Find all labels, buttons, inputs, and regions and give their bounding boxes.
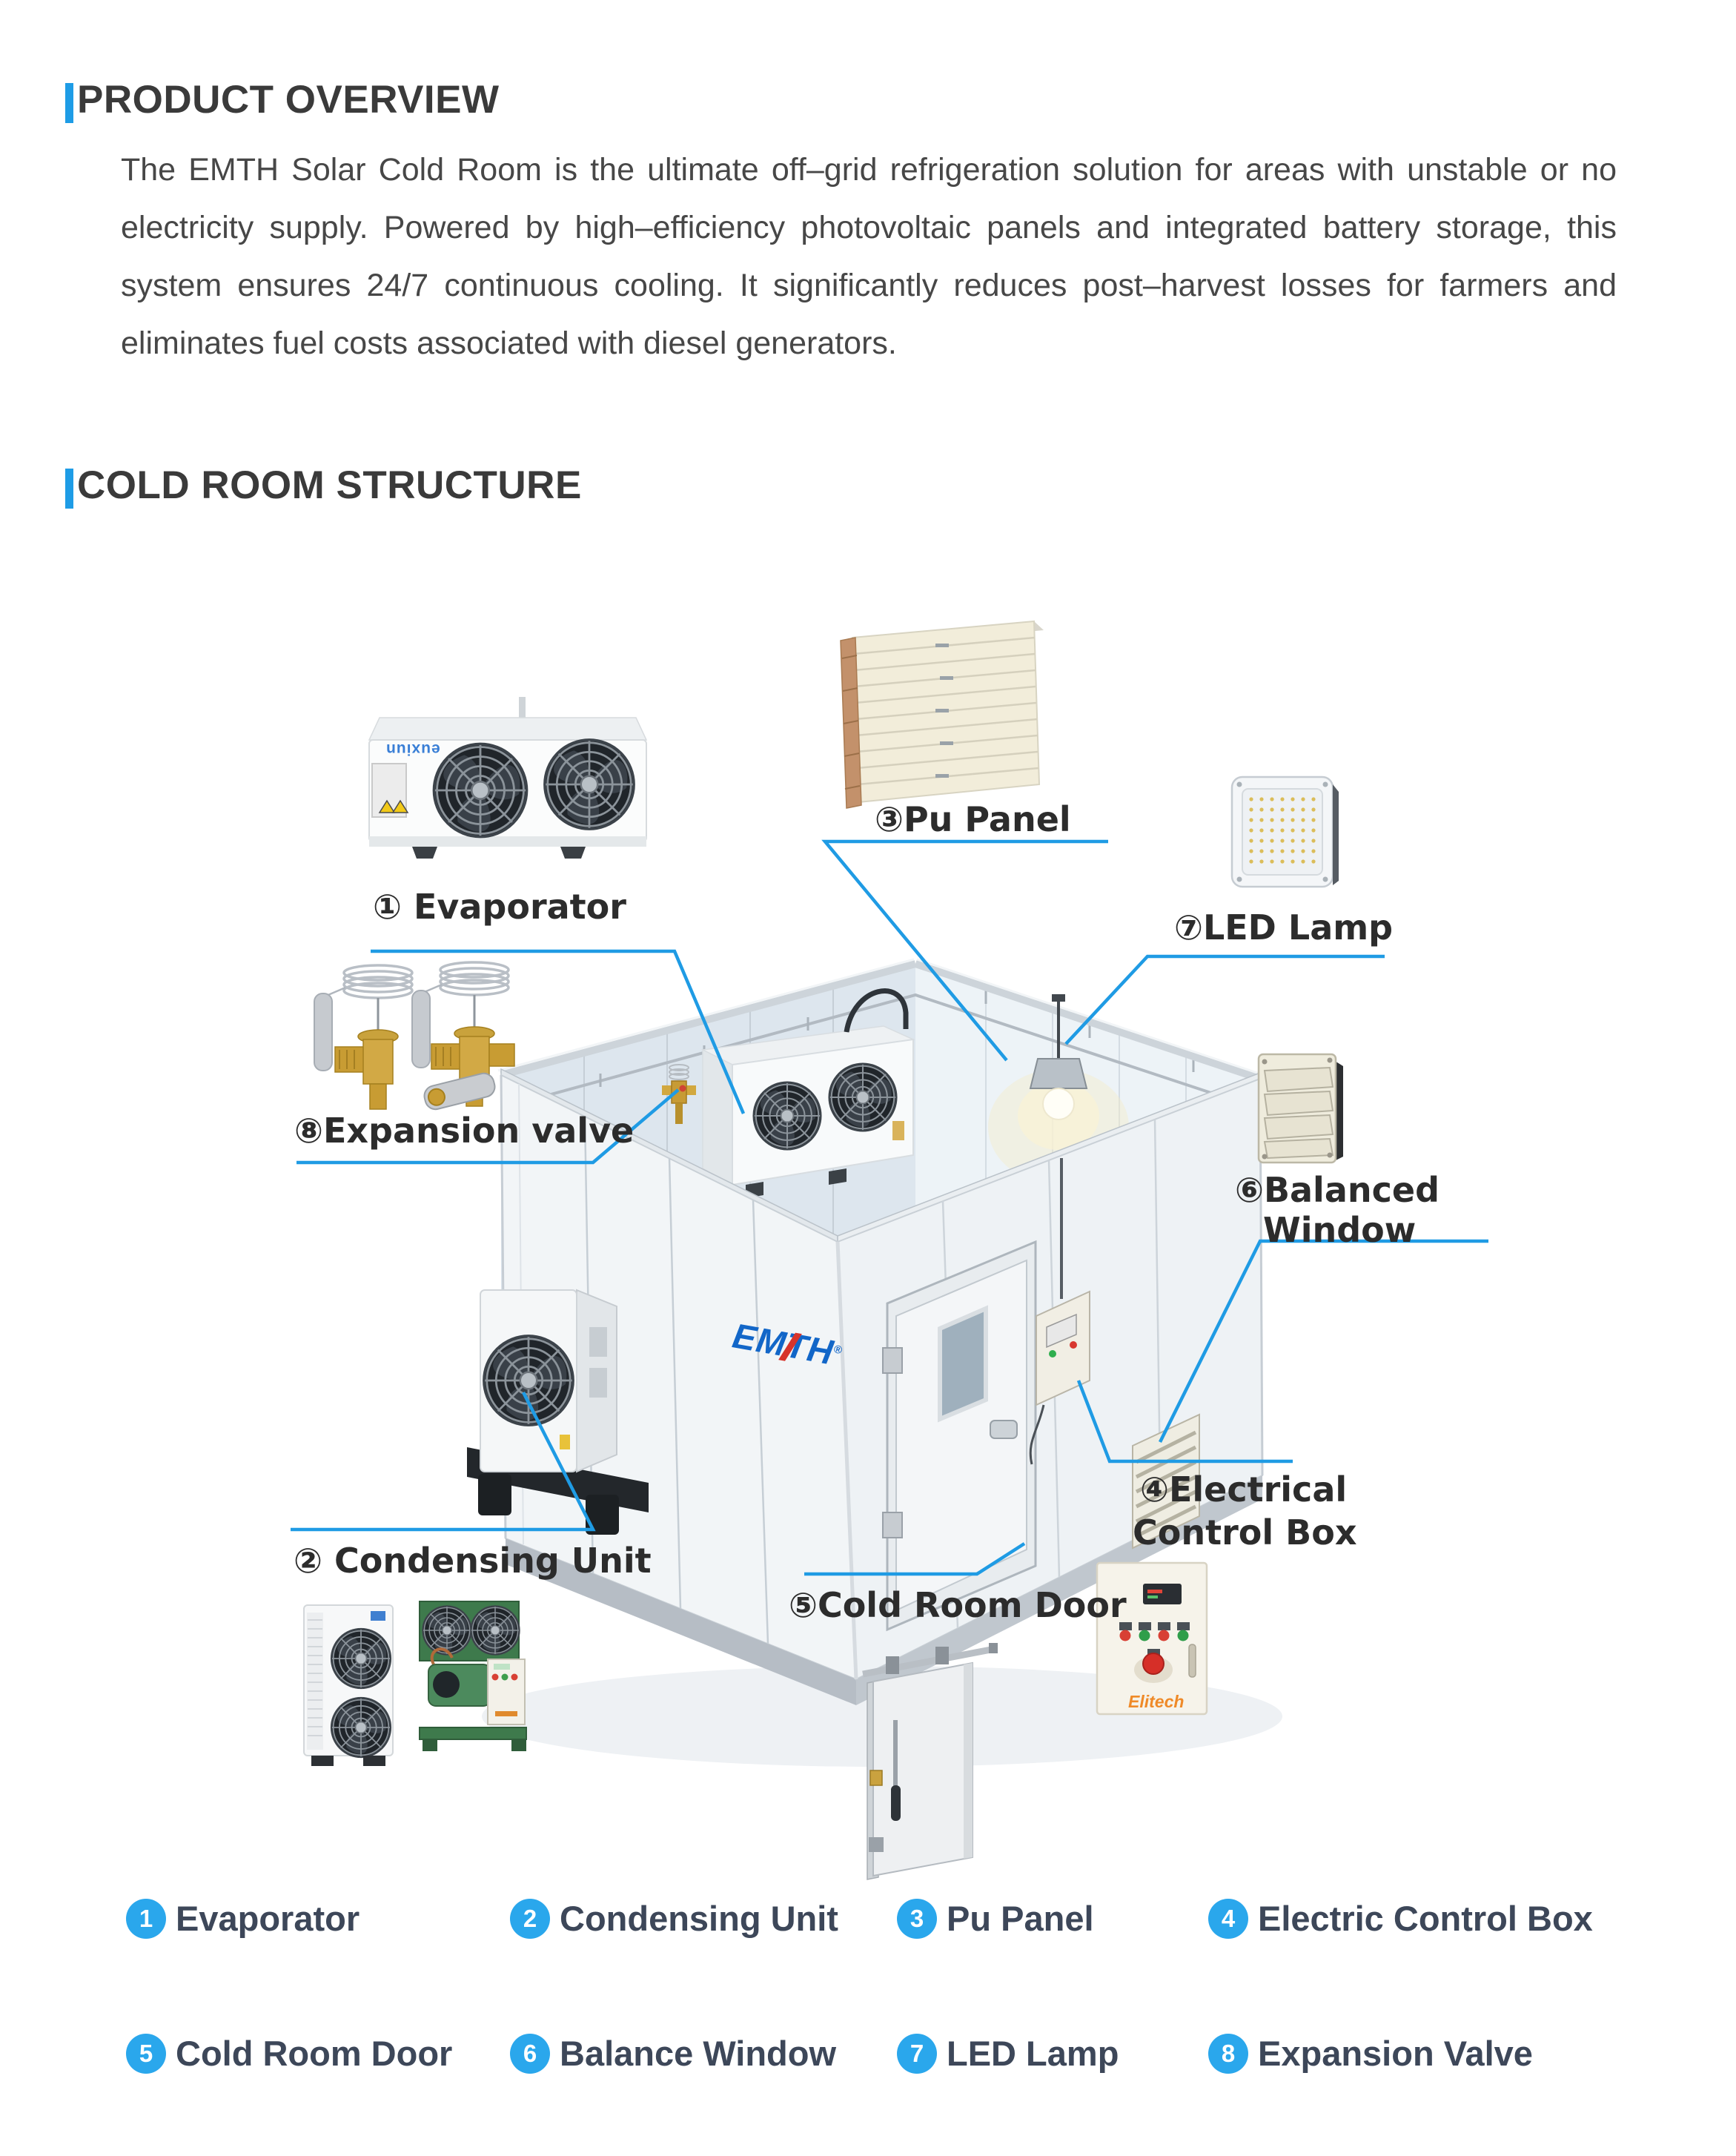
legend-label-balance-window: Balance Window: [560, 2034, 837, 2073]
label-expansion-valve: ⑧Expansion valve: [294, 1111, 635, 1151]
legend-label-cold-room-door: Cold Room Door: [176, 2034, 453, 2073]
legend-badge-6: 6: [510, 2033, 550, 2074]
cold-room-door-on-wall: [882, 1240, 1037, 1632]
led-lamp-product-image: [1230, 776, 1339, 888]
evaporator-brand-text: euxiun: [385, 741, 440, 758]
legend-badge-7: 7: [897, 2033, 937, 2074]
callout-condensing-unit: [291, 1391, 596, 1532]
evaporator-product-image: [368, 697, 648, 859]
cold-room-door-product-image: [862, 1643, 998, 1880]
legend-item-cold-room-door: 5 Cold Room Door: [126, 2033, 452, 2074]
callout-balanced-window: [1158, 1239, 1488, 1444]
legend-item-led-lamp: 7 LED Lamp: [897, 2033, 1119, 2074]
legend-label-condensing-unit: Condensing Unit: [560, 1899, 838, 1938]
callout-evaporator: [371, 949, 746, 1114]
label-electrical-line1: ④Electrical: [1140, 1469, 1348, 1509]
condensing-unit-product-white: [303, 1604, 394, 1766]
pu-panel-product-image: [840, 620, 1044, 809]
legend-item-condensing-unit: 2 Condensing Unit: [510, 1898, 838, 1939]
legend-badge-3: 3: [897, 1898, 937, 1939]
label-balanced-window: ⑥Balanced Window: [1235, 1170, 1440, 1250]
legend-badge-1: 1: [126, 1898, 166, 1939]
legend-label-electric-control-box: Electric Control Box: [1258, 1899, 1593, 1938]
legend-item-balance-window: 6 Balance Window: [510, 2033, 836, 2074]
legend-badge-2: 2: [510, 1898, 550, 1939]
legend-label-pu-panel: Pu Panel: [947, 1899, 1094, 1938]
structure-title: COLD ROOM STRUCTURE: [77, 463, 582, 507]
label-electrical-control-box: ④Electrical Control Box: [1133, 1468, 1357, 1554]
callout-expansion-valve: [296, 1088, 680, 1165]
legend-item-expansion-valve: 8 Expansion Valve: [1208, 2033, 1533, 2074]
overview-body: The EMTH Solar Cold Room is the ultimate…: [121, 152, 1617, 361]
callout-lines: [291, 839, 1488, 1576]
legend-item-pu-panel: 3 Pu Panel: [897, 1898, 1094, 1939]
legend-label-led-lamp: LED Lamp: [947, 2034, 1119, 2073]
label-cold-room-door: ⑤Cold Room Door: [789, 1585, 1127, 1625]
accent-bar-structure: [65, 469, 73, 509]
label-led-lamp: ⑦LED Lamp: [1174, 907, 1394, 948]
legend-badge-5: 5: [126, 2033, 166, 2074]
overview-title: PRODUCT OVERVIEW: [77, 78, 500, 122]
legend-label-evaporator: Evaporator: [176, 1899, 360, 1938]
electric-control-box-product-image: [1096, 1561, 1208, 1716]
legend-badge-8: 8: [1208, 2033, 1248, 2074]
legend-item-electric-control-box: 4 Electric Control Box: [1208, 1898, 1593, 1939]
label-evaporator: ① Evaporator: [373, 887, 626, 927]
elitech-brand-text: Elitech: [1128, 1692, 1185, 1711]
control-box-on-wall: [1029, 1158, 1090, 1465]
balance-window-product-image: [1257, 1053, 1343, 1164]
label-condensing-unit: ② Condensing Unit: [294, 1541, 652, 1581]
label-balanced-window-line1: ⑥Balanced: [1235, 1170, 1440, 1210]
legend-badge-4: 4: [1208, 1898, 1248, 1939]
expansion-valve-in-room: [662, 1064, 696, 1124]
callout-electrical-box: [1076, 1380, 1293, 1464]
evaporator-in-room: [700, 988, 915, 1198]
legend-label-expansion-valve: Expansion Valve: [1258, 2034, 1533, 2073]
label-pu-panel: ③Pu Panel: [875, 799, 1071, 839]
accent-bar-overview: [65, 83, 73, 123]
expansion-valve-product-image: [314, 961, 515, 1111]
callout-pu-panel: [821, 839, 1108, 1062]
label-balanced-window-line2: Window: [1263, 1210, 1417, 1250]
legend-item-evaporator: 1 Evaporator: [126, 1898, 360, 1939]
callout-cold-room-door: [804, 1542, 1026, 1576]
condensing-unit-product-green: [419, 1601, 527, 1751]
callout-led-lamp: [1064, 954, 1385, 1045]
label-electrical-line2: Control Box: [1133, 1512, 1357, 1552]
condensing-unit-on-room: [467, 1289, 649, 1535]
